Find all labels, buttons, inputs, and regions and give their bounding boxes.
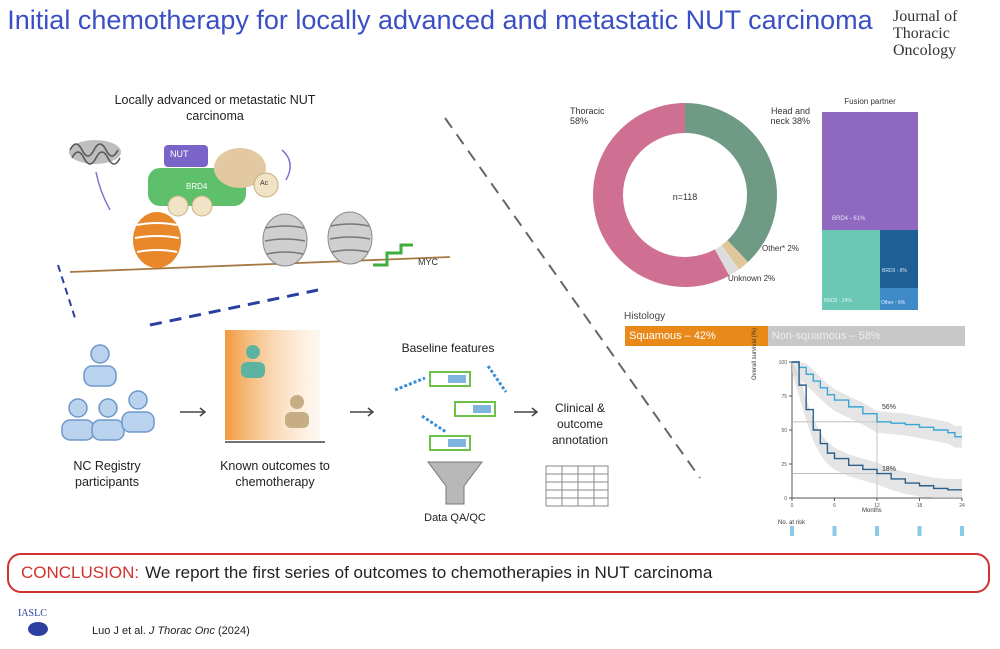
fusion-label-brd3: BRD3 - 8%	[882, 268, 908, 274]
iaslc-emblem-icon	[28, 622, 48, 636]
donut-center-label: n=118	[672, 192, 698, 202]
arrow-1-head	[199, 407, 207, 417]
iaslc-logo: IASLC	[18, 608, 47, 619]
journal-line-3: Oncology	[893, 42, 957, 59]
donut-slice-unknown	[714, 245, 740, 276]
km-x-tick-label: 0	[791, 503, 794, 509]
km-at-risk-mark	[917, 526, 922, 536]
ac-bubble-1	[167, 195, 189, 217]
donut-slice-head-and-neck	[685, 103, 778, 263]
km-upper-label: 56%	[882, 404, 897, 411]
km-y-tick-label: 50	[781, 428, 787, 434]
histology-nonsquamous-segment: Non-squamous – 58%	[767, 326, 965, 346]
km-x-tick-label: 12	[874, 503, 880, 509]
fusion-brd4-block	[822, 112, 918, 230]
donut-label-unknown: Unknown 2%	[728, 274, 776, 283]
outcomes-label: Known outcomes to chemotherapy	[220, 459, 330, 489]
section-divider	[444, 117, 701, 479]
km-lower-label: 18%	[882, 466, 897, 473]
fusion-nsd3-block	[822, 230, 880, 310]
survival-curve-chart: 0 25 50 75 100 0 6 12 18 24	[779, 360, 965, 536]
arrow-curve-right	[281, 149, 291, 181]
registry-people-icon	[61, 344, 155, 441]
arrow-curve-left	[95, 171, 111, 211]
baseline-label: Baseline features	[401, 341, 495, 355]
conclusion-box: CONCLUSION: We report the first series o…	[7, 553, 990, 593]
journal-line-2: Thoracic	[893, 25, 950, 42]
donut-label-thoracic: Thoracic 58%	[570, 106, 605, 126]
histology-bar: Squamous – 42% Non-squamous – 58%	[625, 326, 965, 346]
km-at-risk-mark	[875, 526, 879, 536]
annotation-table-icon	[545, 465, 609, 507]
annotation-label: Clinical & outcome annotation	[551, 401, 609, 447]
nucleosome-active-icon	[133, 212, 181, 268]
patient-good-outcome-icon	[241, 345, 265, 378]
arrow-2-head	[367, 407, 375, 417]
km-series-line-0	[792, 361, 962, 438]
donut-slice-other-	[721, 240, 748, 270]
km-x-tick-label: 6	[833, 503, 836, 509]
dna-strand	[69, 256, 451, 273]
fusion-label-nsd3: NSD3 - 24%	[824, 298, 852, 304]
acetyl-icon	[253, 172, 279, 198]
journal-logo: Journal of Thoracic Oncology	[893, 8, 1000, 59]
myc-label: MYC	[418, 257, 438, 267]
km-y-tick-label: 25	[781, 462, 787, 468]
ac-label: Ac	[260, 180, 269, 187]
fusion-label-other: Other - 6%	[881, 300, 906, 306]
donut-label-other: Other* 2%	[762, 244, 799, 253]
km-x-tick-label: 24	[959, 503, 965, 509]
km-at-risk-mark	[790, 526, 794, 536]
nut-label: NUT	[170, 149, 189, 159]
km-at-risk-mark	[960, 526, 964, 536]
citation: Luo J et al. J Thorac Onc (2024)	[92, 625, 250, 637]
km-y-tick-label: 100	[779, 360, 788, 366]
funnel-icon	[427, 461, 483, 505]
fusion-treemap	[822, 112, 918, 310]
myc-gene-arrow-icon	[373, 243, 413, 267]
journal-line-1: Journal of	[893, 8, 958, 25]
registry-label: NC Registry participants	[73, 459, 141, 489]
citation-year: (2024)	[217, 625, 250, 637]
km-y-tick-label: 75	[781, 394, 787, 400]
km-y-tick-label: 0	[784, 496, 787, 502]
ac-bubble-2	[191, 195, 213, 217]
page-title: Initial chemotherapy for locally advance…	[7, 5, 873, 35]
km-at-risk-label: No. at risk	[778, 520, 806, 526]
donut-slice-thoracic	[593, 103, 730, 287]
km-series-line-1	[792, 361, 962, 491]
p300-protein	[214, 148, 266, 188]
connector-dash-left	[57, 264, 76, 319]
histology-squamous-segment: Squamous – 42%	[625, 326, 768, 346]
km-ylabel: Overall survival (%)	[752, 327, 758, 380]
baseline-feature-cards-icon	[394, 365, 508, 451]
citation-journal: J Thorac Onc	[148, 625, 215, 637]
conclusion-keyword: CONCLUSION:	[21, 563, 140, 582]
qa-label: Data QA/QC	[424, 512, 486, 524]
conclusion-text: We report the first series of outcomes t…	[145, 563, 713, 582]
citation-authors: Luo J et al.	[92, 625, 146, 637]
patient-poor-outcome-icon	[285, 395, 309, 428]
km-at-risk-mark	[832, 526, 837, 536]
fusion-other-block	[880, 288, 918, 310]
connector-dash-bottom	[149, 288, 319, 327]
histology-title: Histology	[624, 311, 666, 322]
nut-protein	[164, 145, 208, 167]
fusion-title: Fusion partner	[844, 97, 896, 106]
mechanism-title: Locally advanced or metastatic NUT carci…	[114, 93, 316, 123]
fusion-label-brd4: BRD4 - 61%	[832, 216, 866, 222]
brd4-label: BRD4	[186, 182, 208, 191]
km-x-tick-label: 18	[917, 503, 923, 509]
site-donut-chart	[593, 103, 778, 287]
nucleosome-inactive-icon	[262, 211, 373, 267]
donut-label-headneck: Head and neck 38%	[770, 106, 810, 126]
km-xlabel: Months	[862, 508, 882, 514]
chromatin-coil-icon	[69, 140, 121, 165]
km-ci-band-1	[792, 362, 962, 498]
fusion-brd3-block	[880, 230, 918, 288]
arrow-3-head	[531, 407, 539, 417]
